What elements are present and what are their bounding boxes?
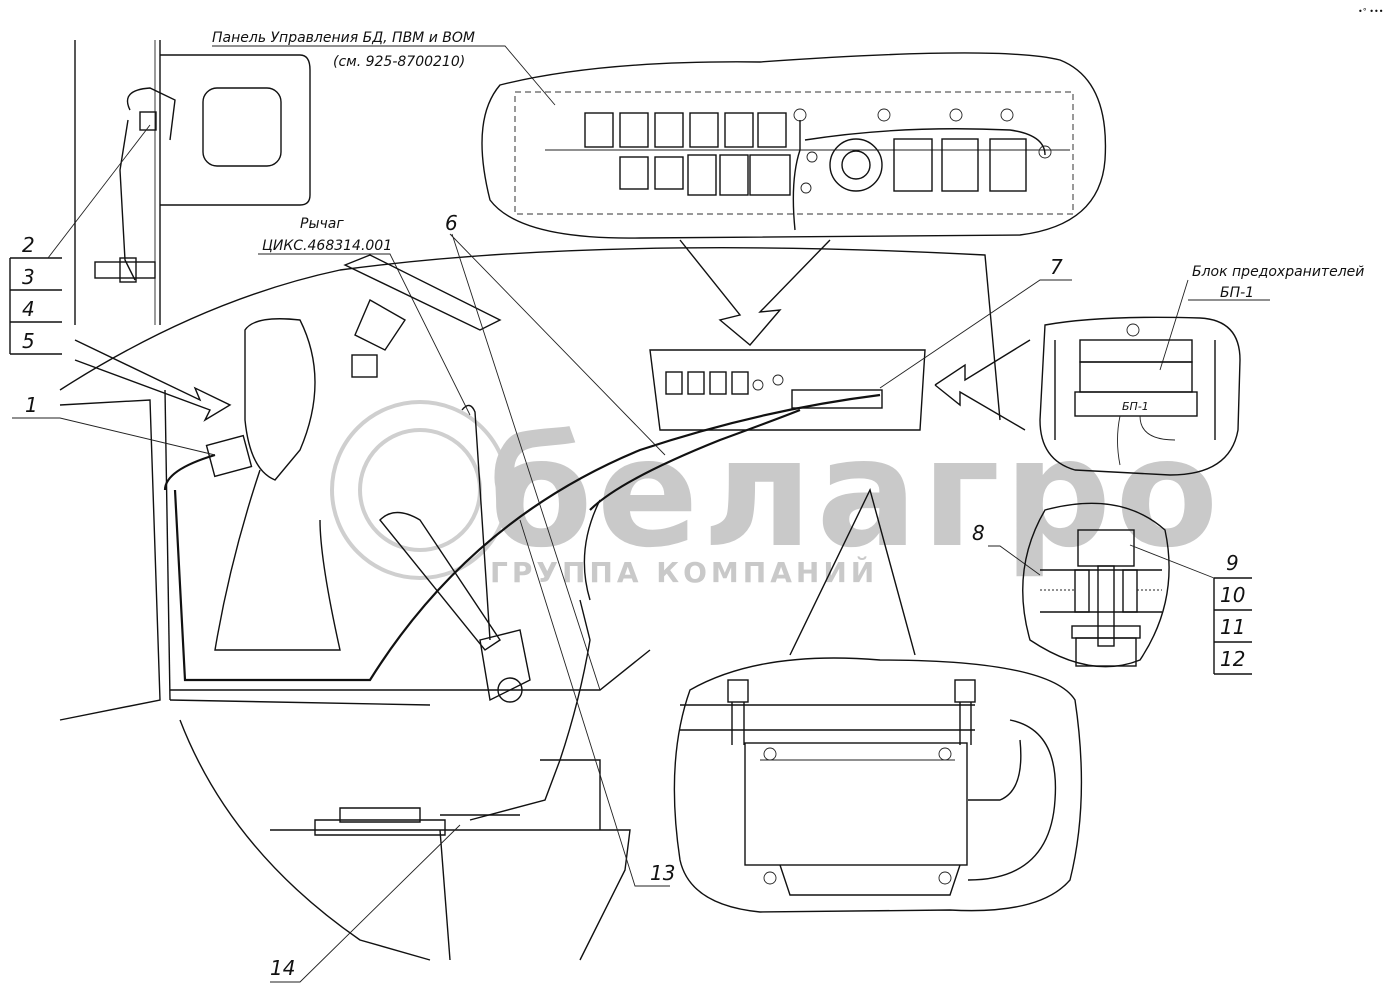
- callout-2: 2: [22, 233, 35, 257]
- watermark-brand: белагро: [488, 407, 1222, 581]
- callout-1-leader: 1: [12, 393, 216, 456]
- callout-3: 3: [22, 265, 35, 289]
- control-panel-detail: Панель Управления БД, ПВМ и ВОМ (см. 925…: [212, 30, 1107, 239]
- callout-9: 9: [1226, 551, 1239, 575]
- detail-clamp-view: [74, 40, 311, 325]
- callout-11: 11: [1220, 615, 1245, 639]
- callout-4: 4: [22, 297, 35, 321]
- callout-1: 1: [25, 393, 38, 417]
- fuse-box-label: БП-1: [1122, 400, 1149, 413]
- fuse-block-title: Блок предохранителей: [1192, 264, 1364, 280]
- view-arrows: [74, 239, 1031, 656]
- panel-switches: [584, 112, 791, 196]
- lever-title: Рычаг: [300, 216, 344, 232]
- bolt-section-detail: 8 9 10 11 12: [972, 502, 1252, 675]
- callout-7-leader: 7: [879, 255, 1072, 389]
- callout-14: 14: [270, 956, 295, 980]
- callout-14-leader: 14: [270, 824, 461, 983]
- callout-table-2-5: 2 3 4 5: [9, 124, 151, 355]
- panel-title: Панель Управления БД, ПВМ и ВОМ: [212, 30, 475, 46]
- lever-label: Рычаг ЦИКС.468314.001: [258, 216, 471, 416]
- callout-12: 12: [1220, 647, 1245, 671]
- panel-ref: (см. 925-8700210): [333, 54, 465, 70]
- callout-13-leader: 13: [519, 519, 675, 887]
- callout-7: 7: [1050, 255, 1063, 279]
- lever-ref: ЦИКС.468314.001: [262, 238, 392, 254]
- callout-10: 10: [1220, 583, 1245, 607]
- callout-6-leader: 6: [445, 211, 666, 691]
- fuse-block-detail: Блок предохранителей БП-1 БП-1: [1039, 264, 1364, 476]
- relay-box-detail: [673, 657, 1083, 913]
- callout-13: 13: [650, 861, 675, 885]
- callout-5: 5: [22, 329, 35, 353]
- watermark-subtitle: ГРУППА КОМПАНИЙ: [490, 555, 878, 589]
- fuse-block-ref: БП-1: [1220, 285, 1254, 301]
- cab-view: [59, 247, 1001, 961]
- corner-mark: •° •••: [1358, 7, 1383, 16]
- callout-6: 6: [445, 211, 458, 235]
- callout-8: 8: [972, 521, 985, 545]
